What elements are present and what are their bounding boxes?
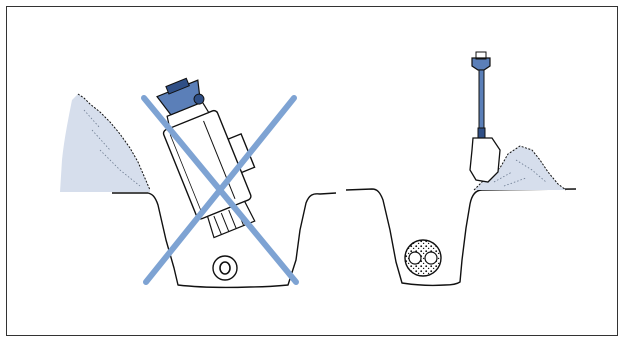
shovel-icon — [469, 51, 501, 183]
compactor-machine-icon — [156, 77, 256, 239]
trench-outline-right — [345, 188, 577, 287]
cable-bundle-icon — [404, 239, 442, 277]
soil-pile-icon — [60, 93, 151, 192]
panel-right-correct — [345, 51, 577, 287]
panel-left-incorrect — [60, 77, 337, 289]
cross-mark-icon — [141, 95, 299, 285]
trench-outline-left — [112, 192, 337, 289]
pipe-icon — [212, 255, 238, 281]
